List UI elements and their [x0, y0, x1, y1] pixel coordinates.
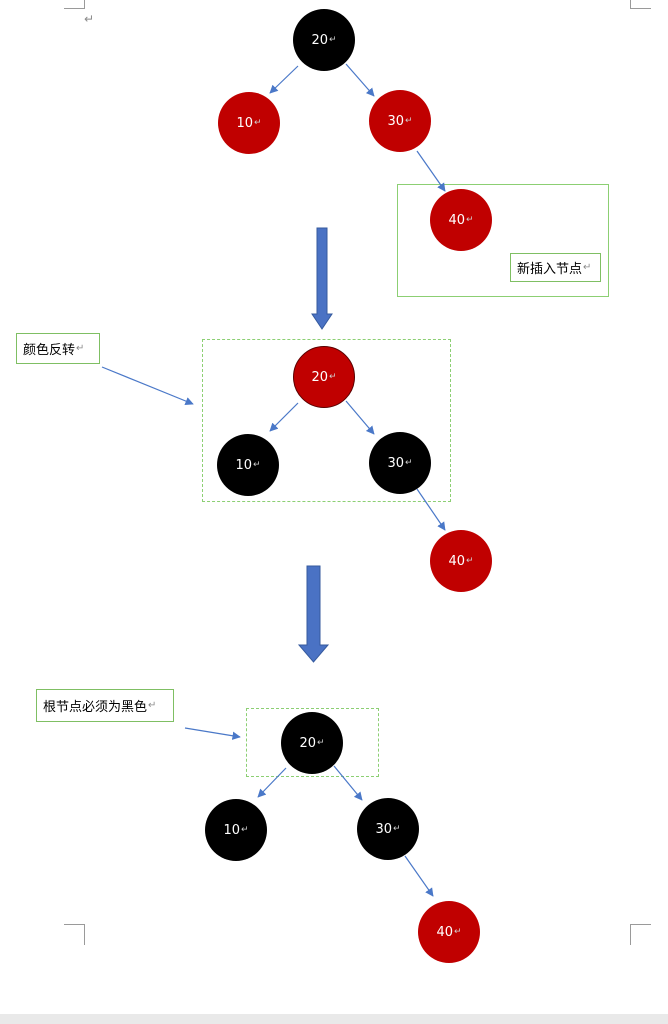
node-s1-root: 20↵ [293, 9, 355, 71]
node-s2-new-value: 40 [448, 553, 465, 569]
node-s3-new-value: 40 [436, 924, 453, 940]
node-s3-left: 10↵ [205, 799, 267, 861]
edge-s3-right-new [404, 855, 434, 897]
paragraph-mark: ↵ [84, 12, 95, 26]
label-new-node: 新插入节点↵ [510, 253, 601, 282]
pointer-root-black [184, 727, 241, 740]
down-arrow-2 [297, 565, 330, 663]
node-s2-left: 10↵ [217, 434, 279, 496]
node-s1-right-value: 30 [387, 113, 404, 129]
crop-mark-bottom-left [64, 924, 85, 945]
node-s3-root-value: 20 [299, 735, 316, 751]
node-s2-new: 40↵ [430, 530, 492, 592]
crop-mark-top-right [630, 0, 651, 9]
edge-s3-root-right [333, 765, 363, 801]
label-root-must-be-black: 根节点必须为黑色↵ [36, 689, 174, 722]
node-s3-new: 40↵ [418, 901, 480, 963]
edge-s3-root-left [257, 767, 287, 798]
node-s1-new: 40↵ [430, 189, 492, 251]
node-s2-right-value: 30 [387, 455, 404, 471]
edge-s1-root-left [269, 65, 299, 94]
node-s1-left: 10↵ [218, 92, 280, 154]
node-s2-left-value: 10 [235, 457, 252, 473]
node-s3-right-value: 30 [375, 821, 392, 837]
edge-s2-right-new [416, 488, 446, 531]
crop-mark-top-left [64, 0, 85, 9]
edge-s1-right-new [416, 150, 446, 192]
root-highlight-frame [246, 708, 379, 777]
edge-s1-root-right [345, 63, 375, 97]
node-s1-new-value: 40 [448, 212, 465, 228]
node-s1-right: 30↵ [369, 90, 431, 152]
node-s2-root-value: 20 [311, 369, 328, 385]
color-flip-highlight-frame [202, 339, 451, 502]
pointer-color-flip [101, 366, 194, 406]
edge-s2-root-right [345, 400, 375, 435]
node-s3-root: 20↵ [281, 712, 343, 774]
node-s2-right: 30↵ [369, 432, 431, 494]
edge-s2-root-left [269, 402, 299, 432]
label-color-flip: 颜色反转↵ [16, 333, 100, 364]
node-s2-root: 20↵ [293, 346, 355, 408]
node-s1-left-value: 10 [236, 115, 253, 131]
node-s3-left-value: 10 [223, 822, 240, 838]
page-bottom-strip [0, 1014, 668, 1024]
crop-mark-bottom-right [630, 924, 651, 945]
node-s3-right: 30↵ [357, 798, 419, 860]
node-s1-root-value: 20 [311, 32, 328, 48]
new-node-highlight-frame [397, 184, 609, 297]
down-arrow-1 [311, 227, 333, 330]
